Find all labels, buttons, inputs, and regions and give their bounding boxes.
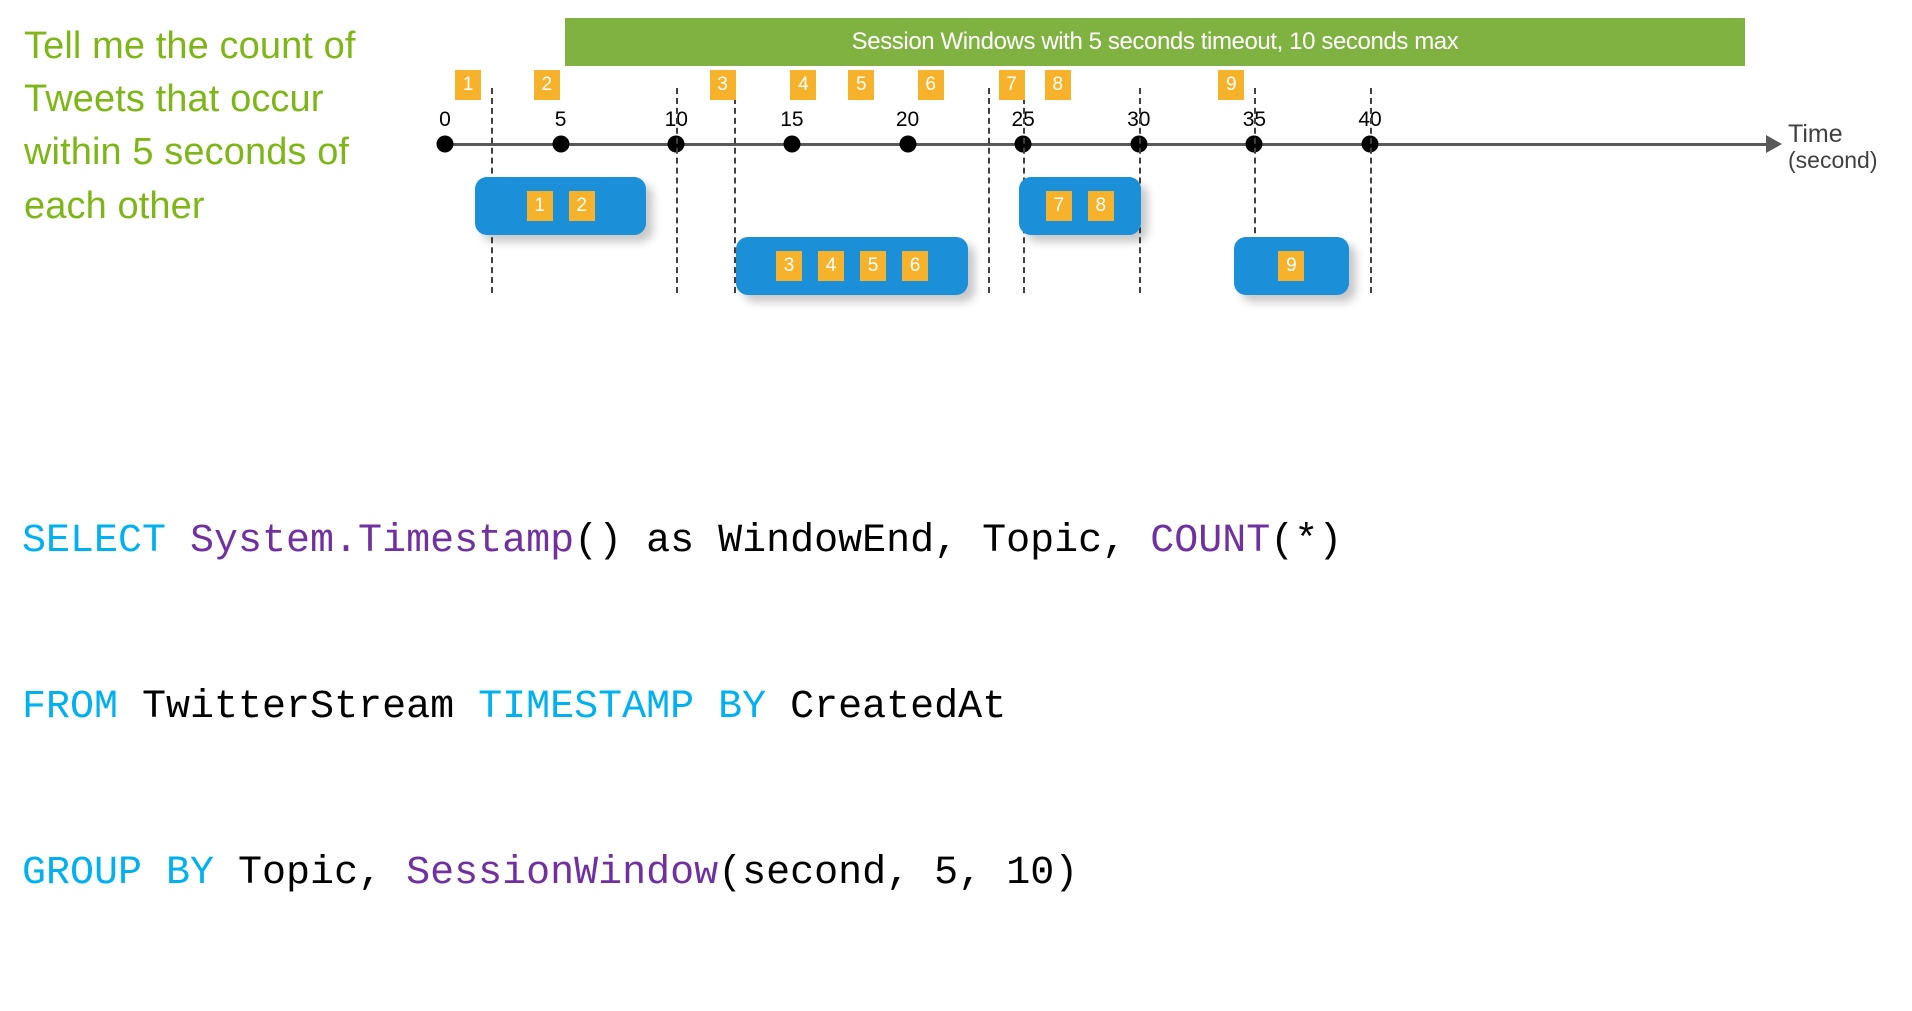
sql-line-1-token-1: SELECT [22, 519, 191, 565]
prompt-line-1: Tell me the count of [24, 25, 356, 67]
sql-line-3-token-4: (second, 5, 10) [718, 850, 1079, 896]
session-window-diagram: Session Windows with 5 seconds timeout, … [0, 0, 1912, 330]
sql-line-1: SELECT System.Timestamp() as WindowEnd, … [22, 514, 1342, 569]
timeline-axis [445, 143, 1770, 146]
sql-line-2-token-1: FROM [22, 684, 143, 730]
session-boundary-7 [1254, 88, 1257, 293]
event-marker-1: 1 [455, 70, 482, 100]
session-event-marker-5: 5 [860, 251, 886, 281]
sql-line-1-token-2: System.Timestamp [190, 519, 575, 565]
axis-tick-label-5: 5 [554, 108, 567, 131]
session-event-marker-8: 8 [1087, 191, 1114, 221]
sql-line-2-token-4: CreatedAt [790, 684, 1007, 730]
event-marker-9: 9 [1218, 70, 1245, 100]
diagram-title: Session Windows with 5 seconds timeout, … [851, 28, 1459, 55]
prompt-text: Tell me the count of Tweets that occur wit… [24, 20, 424, 233]
axis-tick-label-0: 0 [439, 108, 451, 131]
session-event-marker-4: 4 [818, 251, 844, 281]
event-marker-2: 2 [533, 70, 560, 100]
session-event-marker-2: 2 [568, 191, 595, 221]
sql-line-2-token-3: TIMESTAMP BY [478, 684, 791, 730]
axis-tick-label-15: 15 [780, 108, 804, 131]
session-boundary-8 [1370, 88, 1372, 293]
axis-dot-5 [552, 135, 570, 153]
event-marker-8: 8 [1044, 70, 1071, 100]
axis-dot-0 [436, 135, 454, 153]
event-marker-5: 5 [848, 70, 875, 100]
sql-line-2: FROM TwitterStream TIMESTAMP BY CreatedA… [22, 680, 1342, 735]
sql-line-1-token-5: (*) [1270, 519, 1343, 565]
prompt-line-2: Tweets that occur [24, 78, 324, 121]
prompt-line-3: within 5 seconds of [24, 131, 350, 174]
sql-line-1-token-4: COUNT [1150, 519, 1271, 565]
session-boundary-3 [734, 88, 737, 293]
session-event-marker-3: 3 [776, 251, 802, 281]
session-event-marker-1: 1 [526, 191, 553, 221]
diagram-title-bar: Session Windows with 5 seconds timeout, … [565, 18, 1745, 66]
axis-dot-20 [899, 135, 916, 153]
axis-dot-15 [783, 135, 801, 153]
sql-line-3: GROUP BY Topic, SessionWindow(second, 5,… [22, 846, 1342, 901]
timeline-arrow-icon [1766, 135, 1782, 153]
event-marker-4: 4 [790, 70, 817, 100]
session-event-marker-9: 9 [1278, 251, 1305, 281]
prompt-line-4: each other [24, 184, 205, 227]
event-marker-7: 7 [998, 70, 1025, 100]
sql-line-3-token-2: Topic, [238, 850, 407, 896]
sql-line-3-token-3: SessionWindow [406, 850, 719, 896]
session-boundary-4 [988, 88, 991, 293]
sql-line-3-token-1: GROUP BY [22, 850, 239, 896]
session-event-marker-7: 7 [1045, 191, 1072, 221]
axis-label-time-unit: (second) [1788, 147, 1878, 173]
event-marker-6: 6 [917, 70, 944, 100]
slide-canvas: Tell me the count of Tweets that occur wit… [0, 0, 1912, 896]
session-window-box-4: 9 [1233, 237, 1350, 295]
axis-label-time: Time (second) [1788, 120, 1877, 174]
session-event-marker-6: 6 [902, 251, 928, 281]
sql-line-1-token-3: () as WindowEnd, Topic, [574, 519, 1151, 565]
event-marker-3: 3 [709, 70, 736, 100]
axis-tick-label-20: 20 [895, 108, 920, 131]
axis-label-time-main: Time [1788, 120, 1843, 148]
sql-query-block: SELECT System.Timestamp() as WindowEnd, … [22, 404, 1342, 1011]
sql-line-2-token-2: TwitterStream [142, 684, 479, 730]
session-boundary-2 [676, 88, 679, 293]
